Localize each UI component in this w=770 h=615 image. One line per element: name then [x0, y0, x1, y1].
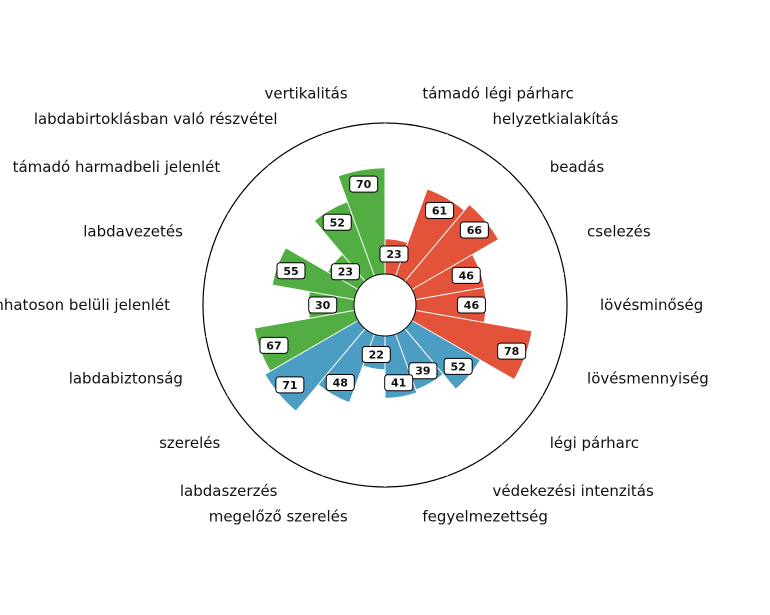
value-label-box-12	[259, 336, 289, 354]
category-label-8: fegyelmezettség	[422, 508, 548, 526]
divider-line-5	[415, 309, 565, 338]
value-label-5: 78	[504, 345, 519, 358]
category-label-12: labdabiztonság	[69, 370, 183, 388]
divider-line-6	[411, 320, 543, 397]
center-hole	[353, 273, 417, 337]
divider-line-16	[267, 165, 366, 282]
value-label-box-17	[349, 175, 379, 193]
value-label-8: 41	[391, 377, 406, 390]
value-label-15: 23	[338, 266, 353, 279]
category-label-4: lövésminőség	[600, 296, 703, 314]
value-label-7: 39	[415, 365, 430, 378]
value-label-1: 61	[432, 205, 447, 218]
value-label-box-3	[451, 266, 481, 284]
value-label-box-2	[459, 221, 489, 239]
divider-line-4	[415, 272, 565, 301]
bar-4	[415, 287, 486, 323]
value-label-box-1	[425, 202, 455, 220]
category-label-15: támadó harmadbeli jelenlét	[13, 158, 221, 176]
value-label-box-0	[379, 245, 409, 263]
category-labels-layer: támadó légi párharc helyzetkialakítás bead…	[0, 84, 709, 525]
bar-5	[411, 310, 532, 380]
value-label-box-13	[308, 296, 338, 314]
value-label-11: 71	[282, 379, 297, 392]
value-label-box-5	[497, 342, 527, 360]
value-label-3: 46	[459, 269, 475, 282]
value-label-box-9	[361, 345, 391, 363]
category-label-14: labdavezetés	[83, 222, 183, 240]
category-label-10: labdaszerzés	[180, 482, 278, 500]
category-label-0: támadó légi párharc	[422, 84, 574, 102]
bar-12	[254, 310, 359, 372]
category-label-16: labdabirtoklásban való részvétel	[34, 110, 278, 128]
value-label-box-8	[384, 374, 414, 392]
value-labels-layer: 23 61 66 46 46 78 52 39 41 22 48 71 67 30 55 23 52 70	[259, 175, 527, 394]
category-label-1: helyzetkialakítás	[493, 110, 619, 128]
category-label-7: védekezési intenzitás	[493, 482, 654, 500]
category-label-6: légi párharc	[550, 434, 639, 452]
divider-line-11	[267, 328, 366, 445]
category-label-13: tizenhatoson belüli jelenlét	[0, 296, 170, 314]
value-label-box-4	[456, 296, 486, 314]
divider-line-17	[322, 133, 375, 277]
divider-line-13	[205, 309, 355, 338]
category-label-11: szerelés	[159, 434, 220, 452]
value-label-box-15	[330, 263, 360, 281]
divider-line-14	[205, 272, 355, 301]
value-label-box-16	[322, 213, 352, 231]
value-label-9: 22	[369, 348, 384, 361]
value-label-0: 23	[386, 248, 401, 261]
divider-line-7	[404, 328, 503, 445]
value-label-box-6	[443, 357, 473, 375]
category-label-5: lövésmennyiség	[587, 370, 709, 388]
value-label-16: 52	[330, 216, 345, 229]
category-label-3: cselezés	[587, 222, 651, 240]
value-label-17: 70	[356, 178, 372, 191]
divider-line-2	[404, 165, 503, 282]
divider-line-12	[227, 320, 359, 397]
bar-14	[272, 247, 359, 300]
value-label-4: 46	[464, 299, 480, 312]
bar-3	[411, 254, 484, 300]
value-label-2: 66	[467, 224, 483, 237]
value-label-10: 48	[333, 376, 348, 389]
divider-line-3	[411, 213, 543, 290]
value-label-13: 30	[315, 299, 331, 312]
value-label-box-7	[408, 362, 438, 380]
value-label-6: 52	[451, 360, 466, 373]
value-label-14: 55	[283, 265, 298, 278]
divider-line-8	[395, 333, 448, 477]
bar-17	[338, 168, 385, 276]
category-label-17: vertikalitás	[264, 84, 347, 102]
category-label-9: megelőző szerelés	[209, 508, 348, 526]
value-label-box-10	[325, 373, 355, 391]
value-label-box-11	[275, 376, 305, 394]
value-label-12: 67	[266, 339, 281, 352]
value-label-box-14	[276, 262, 306, 280]
category-label-2: beadás	[550, 158, 605, 176]
